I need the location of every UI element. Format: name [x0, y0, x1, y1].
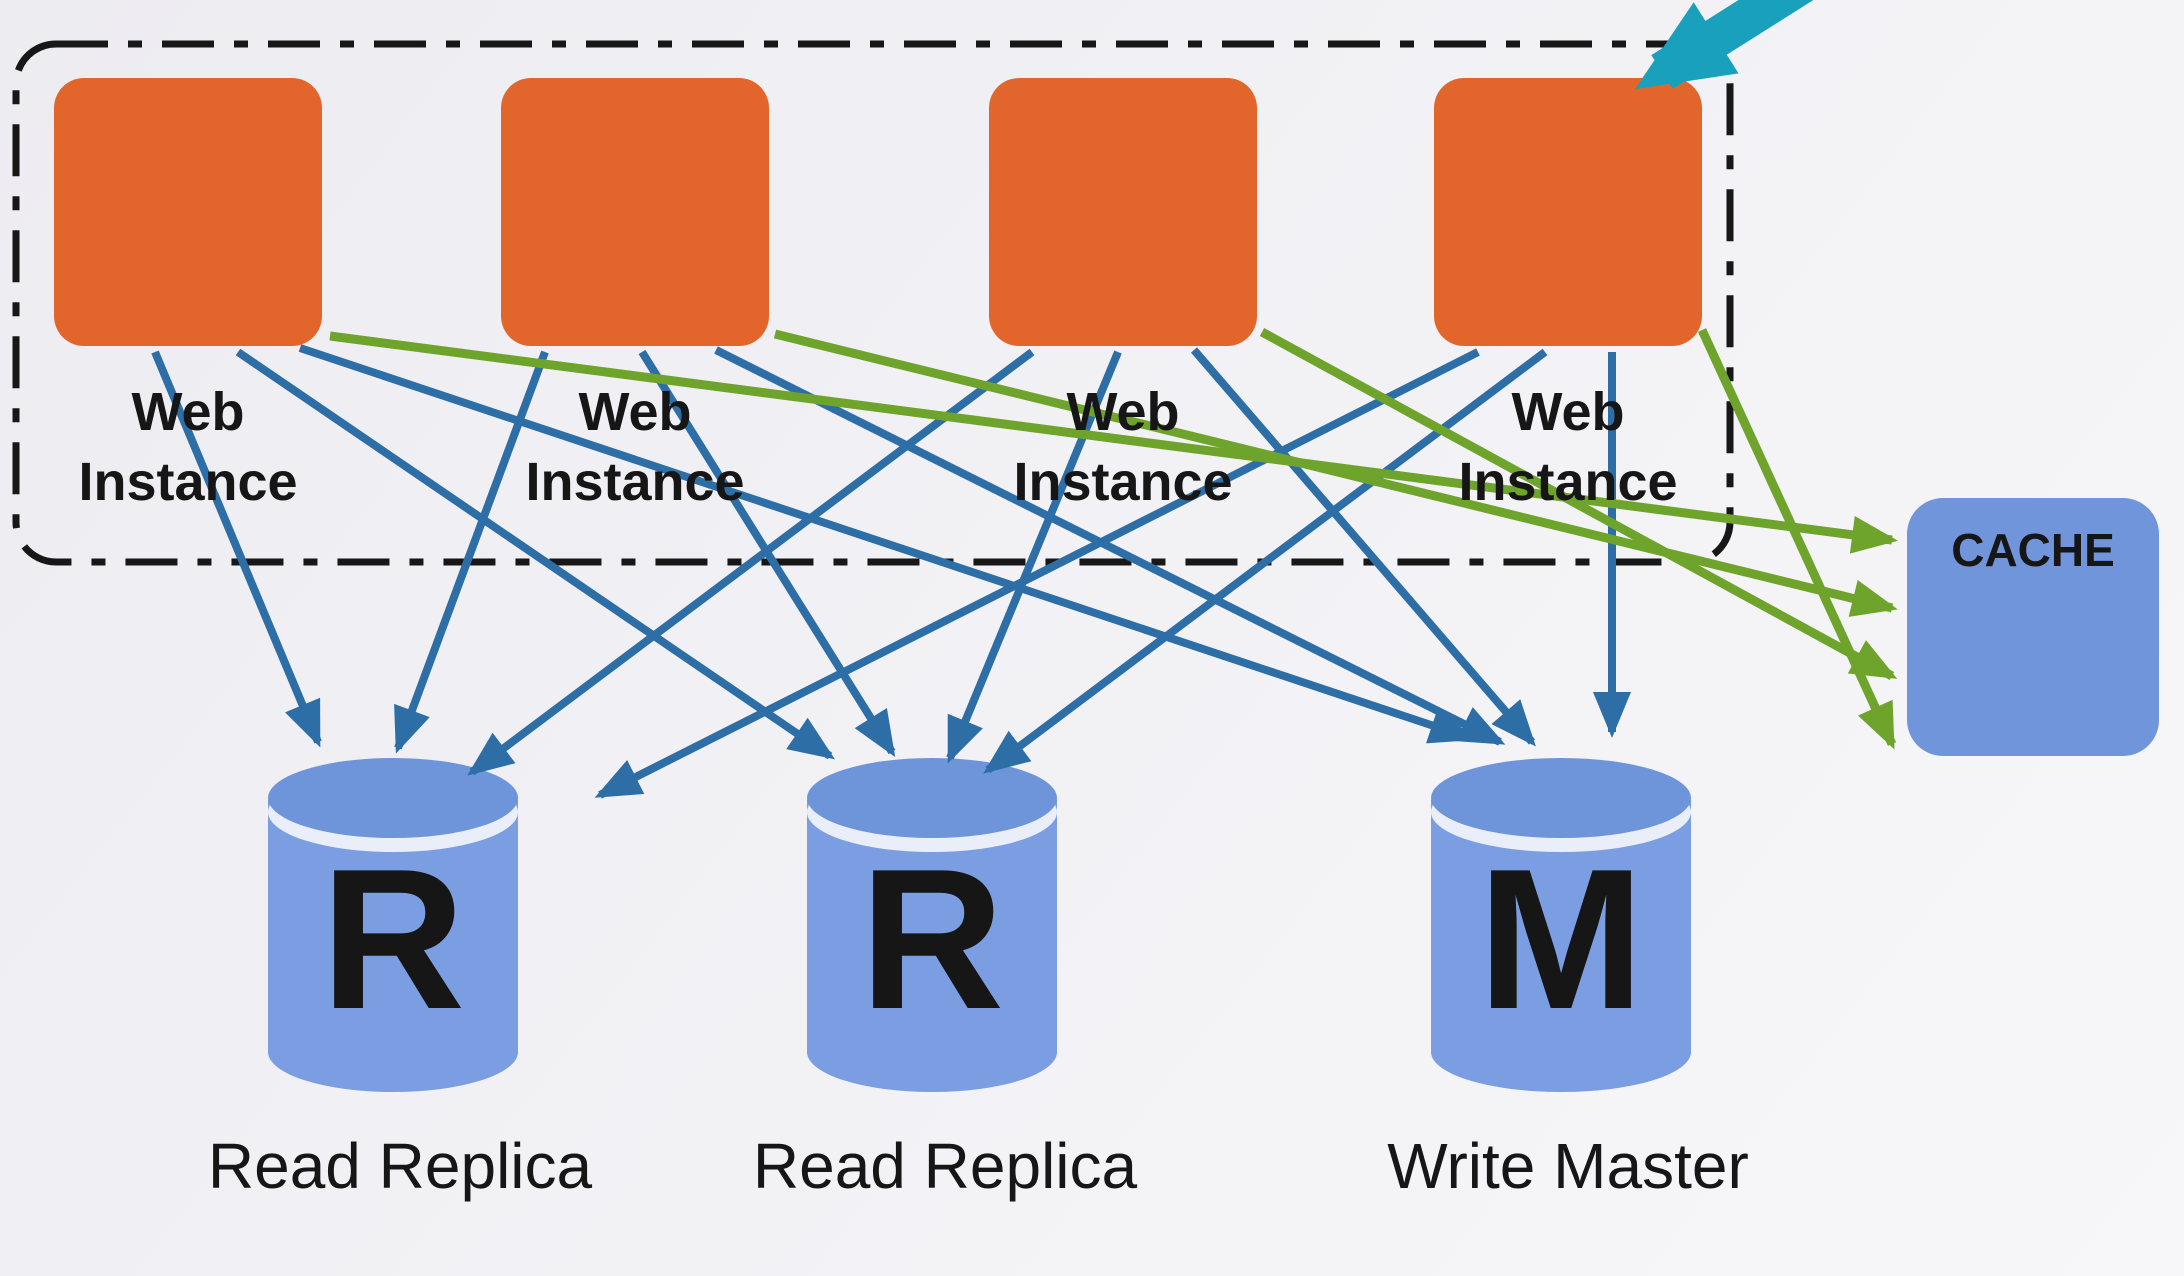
cache-connection-arrow: [329, 331, 1898, 554]
db-cylinder-bottom: [268, 1012, 518, 1092]
db-connection-arrow: [1190, 347, 1536, 747]
web-instance-3-label-line1: Web: [1066, 382, 1179, 442]
read-replica-1-caption: Read Replica: [208, 1130, 593, 1202]
db-connection-arrow: [394, 350, 549, 754]
web-instance-3-label-line2: Instance: [1013, 452, 1232, 512]
db-cylinder-bottom: [1431, 1012, 1691, 1092]
write-master-letter: M: [1478, 828, 1645, 1051]
db-connection-arrow: [467, 348, 1035, 776]
db-cylinder-read-replica-2: [807, 758, 1057, 1092]
db-connection-arrow: [235, 348, 835, 760]
db-cylinder-top: [807, 758, 1057, 838]
web-instance-1-box: [54, 78, 322, 346]
web-instance-1-label-line1: Web: [131, 382, 244, 442]
web-instance-2-label-line1: Web: [578, 382, 691, 442]
db-connection-arrow: [151, 350, 322, 748]
web-instance-4-label-line1: Web: [1511, 382, 1624, 442]
db-connection-arrow: [594, 348, 1480, 799]
incoming-traffic-arrow: [1634, 0, 1814, 90]
web-instance-2-box: [501, 78, 769, 346]
db-connection-arrow: [946, 350, 1122, 764]
web-instance-1-label-line2: Instance: [78, 452, 297, 512]
web-instance-3-box: [989, 78, 1257, 346]
read-replica-2-caption: Read Replica: [753, 1130, 1138, 1202]
read-replica-2-letter: R: [860, 828, 1004, 1051]
cache-label: CACHE: [1951, 524, 2115, 576]
db-connection-arrow: [983, 348, 1548, 774]
cache-connection-arrow: [1259, 328, 1898, 680]
cache-box: [1907, 498, 2159, 756]
db-connection-arrow: [298, 344, 1476, 744]
db-cylinder-top: [1431, 758, 1691, 838]
db-cylinder-top: [268, 758, 518, 838]
labels-layer: Web Instance Web Instance Web Instance W…: [78, 382, 2114, 1202]
web-instance-2-label-line2: Instance: [525, 452, 744, 512]
db-connection-arrow: [714, 346, 1506, 746]
write-master-caption: Write Master: [1387, 1130, 1749, 1202]
edges-layer: [151, 0, 1898, 799]
db-cylinder-bottom: [807, 1012, 1057, 1092]
read-replica-1-letter: R: [321, 828, 465, 1051]
db-cylinder-read-replica-1: [268, 758, 518, 1092]
web-instance-4-box: [1434, 78, 1702, 346]
cache-connection-arrow: [773, 329, 1898, 617]
web-instance-4-label-line2: Instance: [1458, 452, 1677, 512]
cache-connection-arrow: [1697, 328, 1897, 750]
web-tier-boundary: [12, 40, 1734, 566]
db-cylinder-write-master: [1431, 758, 1691, 1092]
